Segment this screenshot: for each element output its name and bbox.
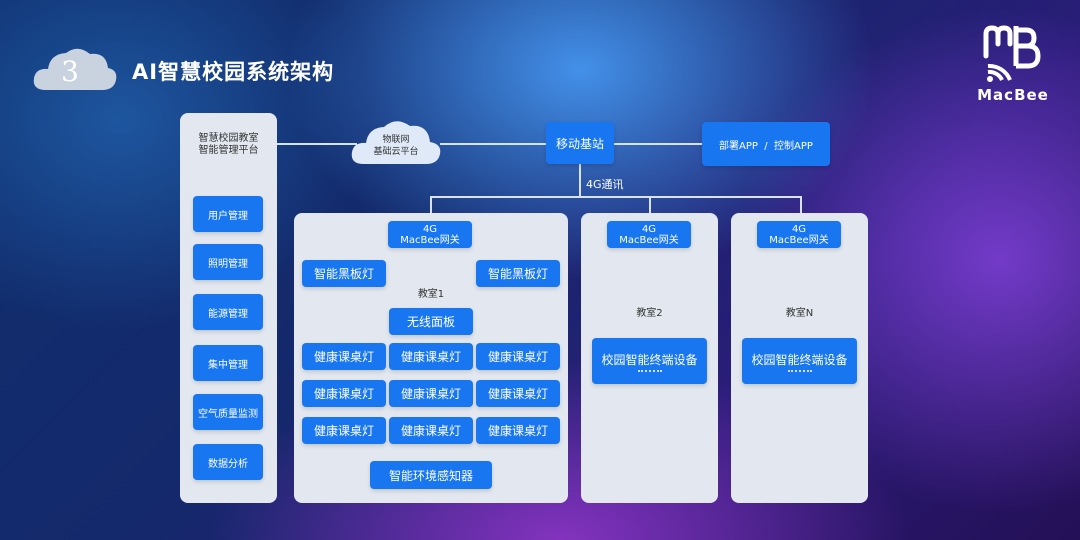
link-bus-class1 bbox=[430, 196, 432, 222]
classroomN-panel: 4G MacBee网关 教室N 校园智能终端设备 bbox=[731, 213, 868, 503]
desk-lamp-node: 健康课桌灯 bbox=[302, 343, 386, 370]
blackboard-lamp-left: 智能黑板灯 bbox=[302, 260, 386, 287]
gateway-4g-label: 4G bbox=[641, 223, 657, 235]
energy-management-button[interactable]: 能源管理 bbox=[193, 294, 263, 330]
lighting-management-button[interactable]: 照明管理 bbox=[193, 244, 263, 280]
platform-title-line1: 智慧校园教室 bbox=[198, 133, 259, 144]
iot-cloud-icon bbox=[351, 121, 441, 164]
link-station-app bbox=[614, 143, 702, 145]
desk-lamp-node: 健康课桌灯 bbox=[302, 417, 386, 444]
desk-lamp-node: 健康课桌灯 bbox=[476, 380, 560, 407]
gateway-name-label: MacBee网关 bbox=[619, 234, 679, 246]
classroomN-terminal: 校园智能终端设备 bbox=[742, 338, 857, 384]
logo-text: MacBee bbox=[977, 86, 1049, 104]
cloud-badge-icon bbox=[33, 48, 117, 90]
link-cloud-station bbox=[440, 143, 546, 145]
desk-lamp-node: 健康课桌灯 bbox=[389, 417, 473, 444]
classroom1-label: 教室1 bbox=[417, 289, 445, 300]
cloud-label: 物联网 基础云平台 bbox=[356, 134, 436, 158]
terminal-dots bbox=[787, 369, 812, 372]
data-analysis-button[interactable]: 数据分析 bbox=[193, 444, 263, 480]
blackboard-lamp-right: 智能黑板灯 bbox=[476, 260, 560, 287]
classroom2-label: 教室2 bbox=[636, 308, 663, 319]
gateway-4g-label: 4G bbox=[422, 223, 438, 235]
desk-lamp-node: 健康课桌灯 bbox=[389, 380, 473, 407]
classroomN-gateway: 4G MacBee网关 bbox=[757, 221, 841, 248]
central-management-button[interactable]: 集中管理 bbox=[193, 345, 263, 381]
desk-lamp-node: 健康课桌灯 bbox=[476, 417, 560, 444]
base-station-node: 移动基站 bbox=[546, 122, 614, 164]
link-platform-cloud bbox=[277, 143, 357, 145]
platform-title-line2: 智能管理平台 bbox=[198, 145, 259, 156]
cloud-label-line2: 基础云平台 bbox=[373, 147, 419, 157]
cloud-label-line1: 物联网 bbox=[382, 135, 410, 145]
classroom2-terminal: 校园智能终端设备 bbox=[592, 338, 707, 384]
macbee-logo-icon bbox=[983, 25, 1041, 82]
desk-lamp-node: 健康课桌灯 bbox=[476, 343, 560, 370]
environment-sensor-node: 智能环境感知器 bbox=[370, 461, 492, 489]
terminal-dots bbox=[637, 369, 662, 372]
classroom2-gateway: 4G MacBee网关 bbox=[607, 221, 691, 248]
classroom2-panel: 4G MacBee网关 教室2 校园智能终端设备 bbox=[581, 213, 718, 503]
desk-lamp-node: 健康课桌灯 bbox=[302, 380, 386, 407]
classroomN-label: 教室N bbox=[785, 308, 814, 319]
platform-title: 智慧校园教室 智能管理平台 bbox=[180, 133, 277, 157]
link-station-down bbox=[579, 163, 581, 197]
classroom1-panel: 4G MacBee网关 智能黑板灯 智能黑板灯 教室1 无线面板 健康课桌灯 健… bbox=[294, 213, 568, 503]
section-number: 3 bbox=[61, 55, 79, 88]
link-horizontal-bus bbox=[430, 196, 800, 198]
classroom1-gateway: 4G MacBee网关 bbox=[388, 221, 472, 248]
terminal-label: 校园智能终端设备 bbox=[751, 352, 848, 367]
gateway-name-label: MacBee网关 bbox=[769, 234, 829, 246]
page-title: AI智慧校园系统架构 bbox=[132, 60, 335, 84]
gateway-4g-label: 4G bbox=[791, 223, 807, 235]
user-management-button[interactable]: 用户管理 bbox=[193, 196, 263, 232]
link-bus-class2 bbox=[649, 196, 651, 222]
wireless-panel-node: 无线面板 bbox=[389, 308, 473, 335]
link-bus-classN bbox=[800, 196, 802, 222]
comm-label: 4G通讯 bbox=[586, 178, 624, 191]
terminal-label: 校园智能终端设备 bbox=[601, 352, 698, 367]
app-node: 部署APP / 控制APP bbox=[702, 122, 830, 166]
desk-lamp-node: 健康课桌灯 bbox=[389, 343, 473, 370]
platform-panel: 智慧校园教室 智能管理平台 用户管理 照明管理 能源管理 集中管理 空气质量监测… bbox=[180, 113, 277, 503]
gateway-name-label: MacBee网关 bbox=[400, 234, 460, 246]
air-quality-button[interactable]: 空气质量监测 bbox=[193, 394, 263, 430]
